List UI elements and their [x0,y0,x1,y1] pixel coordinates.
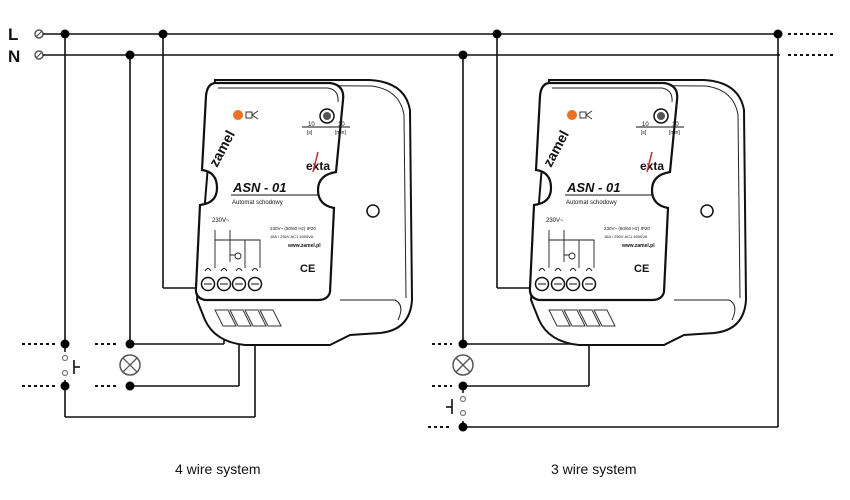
rating-line-1: 230V~ (50/60 Hz) IP20 [604,226,650,231]
vent-slot [563,309,586,327]
website-label: www.zamel.pl [287,243,321,249]
timer-min-unit: [s] [641,130,647,136]
schematic-lamp-icon [234,252,242,260]
caption-four-wire: 4 wire system [175,461,261,477]
timer-min-value: 10 [642,122,649,128]
exta-logo: exta [640,159,664,173]
status-led-icon [567,110,577,120]
neutral-label: N [8,47,20,66]
model-name: ASN - 01 [232,180,286,195]
model-subtitle: Automat schodowy [232,200,283,206]
website-label: www.zamel.pl [621,243,655,249]
schematic-lamp-icon [568,252,576,260]
voltage-label: 230V~ [212,218,230,224]
mounting-hole-icon [366,204,380,218]
mounting-hole-icon [700,204,714,218]
voltage-label: 230V~ [546,218,564,224]
model-subtitle: Automat schodowy [566,200,617,206]
line-terminal-icon [34,29,44,39]
vent-slot [578,309,601,327]
vent-slot [548,309,571,327]
ce-mark: CE [300,263,315,275]
timer-knob-center [323,112,331,120]
timer-max-unit: [min] [669,130,680,136]
lamp-icon [119,354,141,376]
rating-line-2: 16A / 250V AC1 4000VA [270,234,314,239]
line-label: L [8,25,18,44]
timer-max-value: 10 [338,122,345,128]
timer-min-value: 10 [308,122,315,128]
vent-slot [229,309,252,327]
ce-mark: CE [634,263,649,275]
pushbutton-icon [60,352,80,380]
rating-line-1: 230V~ (50/60 Hz) IP20 [270,226,316,231]
internal-schematic [548,230,595,268]
vent-slot [214,309,237,327]
timer-knob-center [657,112,665,120]
timer-max-value: 10 [672,122,679,128]
pushbutton-icon [446,393,468,421]
device-front-face [528,81,679,302]
caption-three-wire: 3 wire system [551,461,637,477]
vent-slot [244,309,267,327]
model-name: ASN - 01 [566,180,620,195]
timer-max-unit: [min] [335,130,346,136]
neutral-terminal-icon [34,50,44,60]
vent-slot [593,309,616,327]
vent-slot [259,309,282,327]
status-led-icon [233,110,243,120]
internal-schematic [214,230,261,268]
exta-logo: exta [306,159,330,173]
device-front-face [194,81,345,302]
relay-icon [245,110,259,120]
relay-icon [579,110,593,120]
timer-min-unit: [s] [307,130,313,136]
rating-line-2: 16A / 250V AC1 4000VA [604,234,648,239]
lamp-icon [452,354,474,376]
